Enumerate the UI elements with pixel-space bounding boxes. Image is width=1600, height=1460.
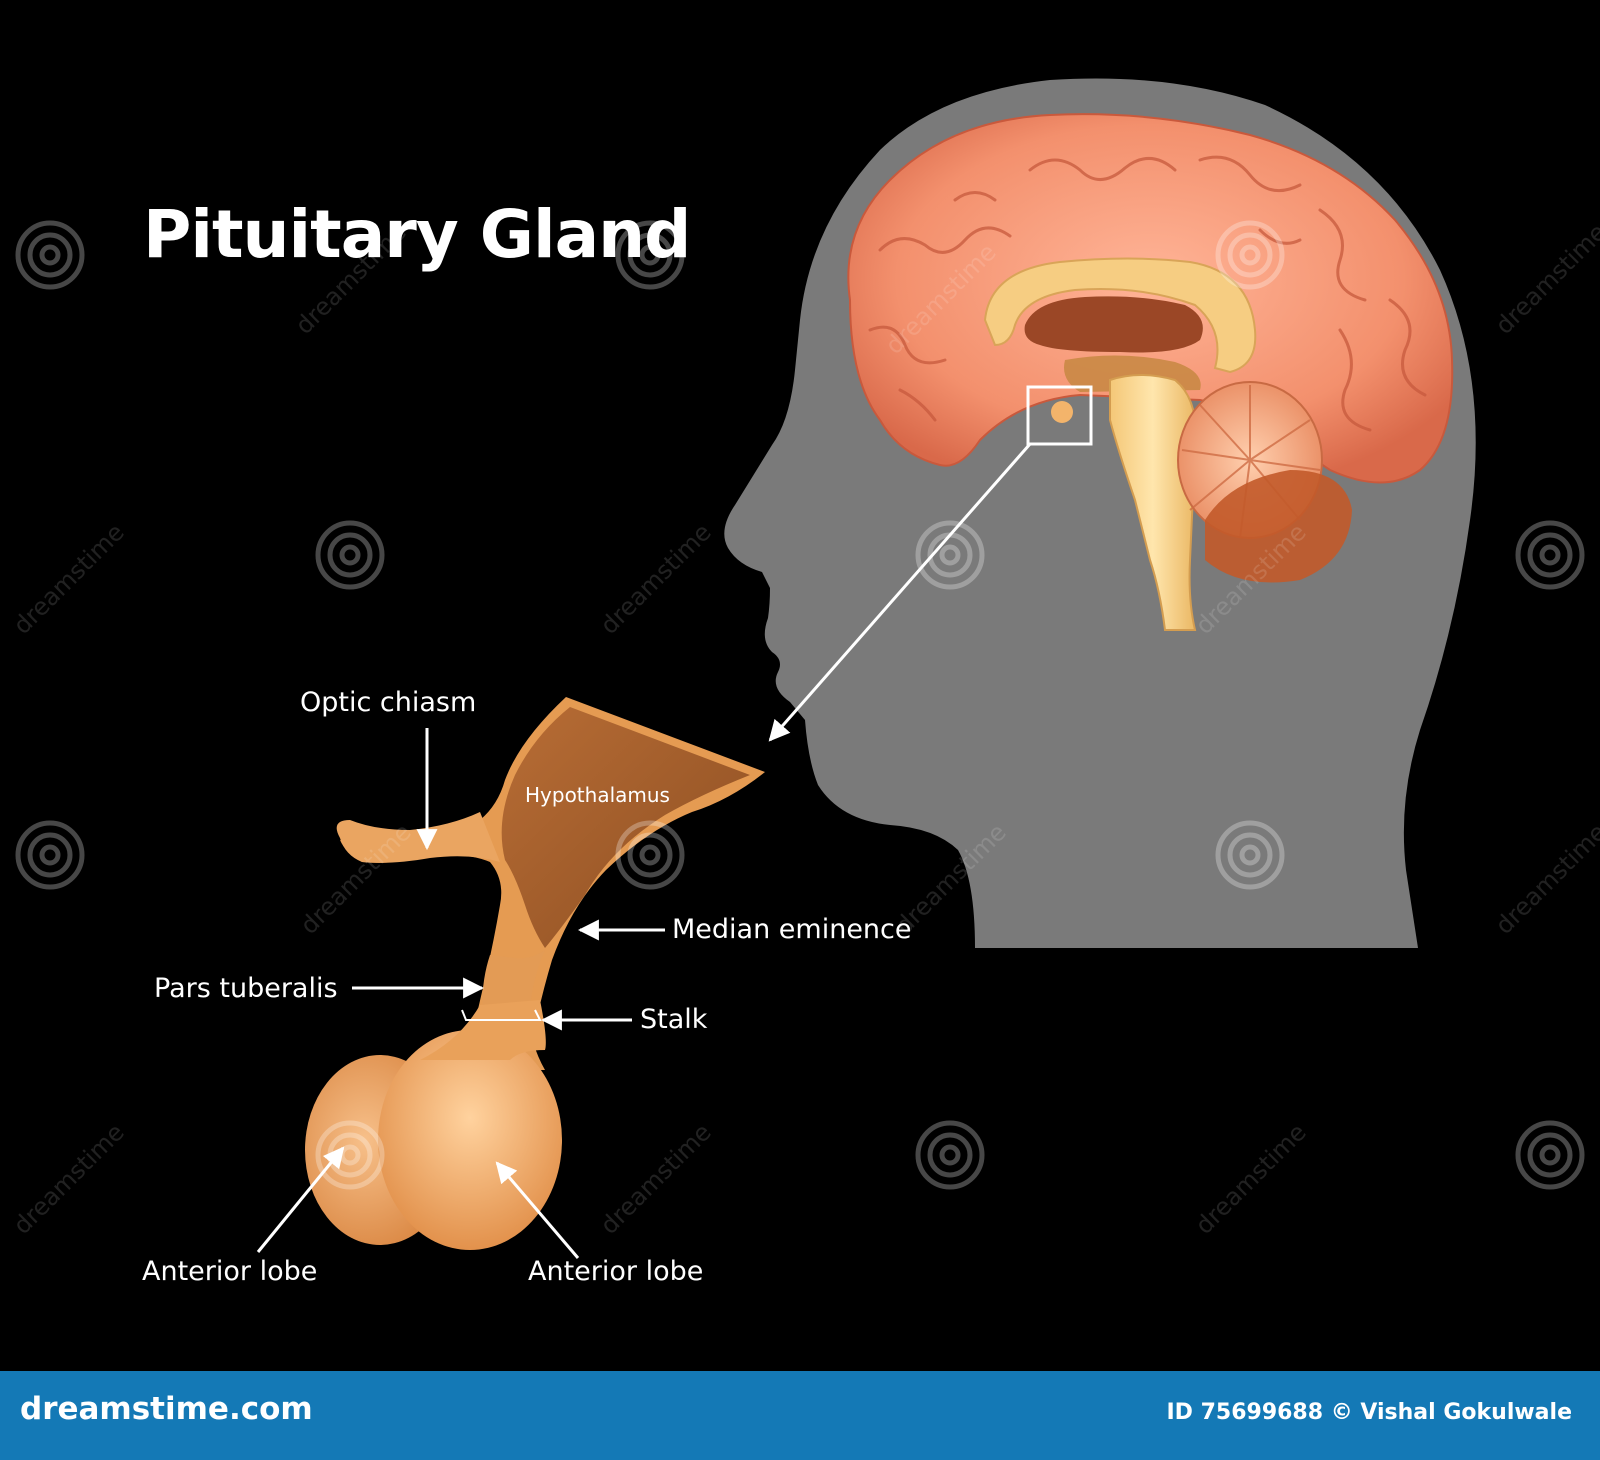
footer-brand: dreamstime.com [20,1391,313,1427]
label-hypothalamus: Hypothalamus [525,783,670,807]
brain-gyri [868,155,1427,432]
cerebellum-lower [1205,470,1352,583]
label-anterior-lobe-right: Anterior lobe [528,1256,704,1287]
label-anterior-lobe-left: Anterior lobe [142,1256,318,1287]
brain-pituitary [1051,401,1073,423]
page-title: Pituitary Gland [143,196,691,273]
zoom-arrow [768,443,1032,742]
arrow-anterior-lobe-right [495,1161,580,1259]
label-median-eminence: Median eminence [672,914,912,945]
brain-cortex [847,113,1454,484]
label-optic-chiasm: Optic chiasm [300,687,477,718]
corpus-callosum [983,257,1257,374]
hypothalamus-region [501,707,750,948]
arrow-anterior-lobe-left [256,1146,345,1253]
label-pars-tuberalis: Pars tuberalis [154,973,338,1004]
brainstem [1109,374,1197,631]
watermark-spirals [15,220,1585,1190]
right-anterior-lobe [378,1030,562,1250]
lateral-ventricle [1024,296,1203,353]
zoom-box [1026,385,1093,446]
footer-bar: dreamstime.com ID 75699688 © Vishal Goku… [0,1371,1600,1460]
footer-credit: ID 75699688 © Vishal Gokulwale [1166,1400,1572,1425]
label-stalk: Stalk [640,1004,708,1035]
lobe-connector [420,1000,546,1060]
stalk-bracket [461,1009,542,1021]
